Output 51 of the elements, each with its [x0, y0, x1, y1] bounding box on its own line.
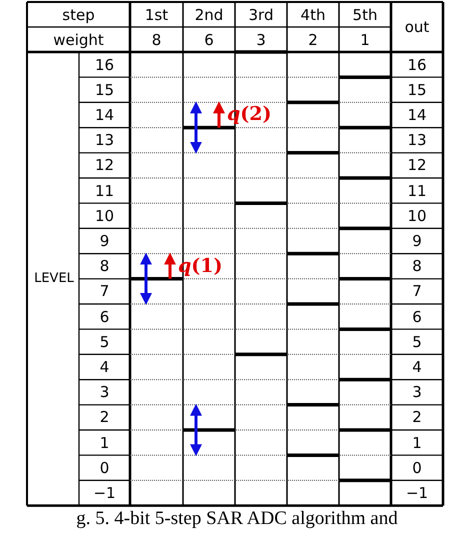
level-number: 4	[412, 358, 422, 376]
level-number: 5	[412, 332, 422, 351]
level-number: 11	[407, 182, 427, 200]
level-number: 2	[412, 408, 422, 426]
level-number: 3	[100, 383, 110, 402]
column-header: out	[404, 18, 430, 36]
level-number: 9	[412, 232, 422, 250]
column-header: 4th	[300, 6, 326, 24]
level-number: 8	[100, 257, 110, 276]
level-number: 12	[94, 156, 114, 174]
column-header: 2nd	[194, 6, 224, 24]
level-number: 15	[94, 80, 114, 99]
level-number: 1	[412, 434, 422, 452]
weight-value: 1	[360, 30, 370, 48]
column-header: 3rd	[248, 6, 274, 24]
row-header: weight	[53, 30, 104, 48]
level-number: 5	[100, 332, 110, 351]
weight-value: 6	[204, 30, 214, 48]
level-number: 16	[94, 56, 114, 74]
level-number: 7	[412, 282, 422, 300]
level-number: 10	[407, 206, 427, 225]
weight-value: 8	[152, 30, 162, 48]
level-number: 2	[100, 408, 110, 426]
level-number: 4	[100, 358, 110, 376]
level-number: 3	[412, 383, 422, 402]
column-header: 5th	[352, 6, 378, 24]
figure-caption: g. 5. 4-bit 5-step SAR ADC algorithm and	[75, 508, 399, 530]
level-number: 6	[100, 308, 110, 326]
level-number: 6	[412, 308, 422, 326]
level-number: −1	[406, 484, 428, 502]
level-number: −1	[93, 484, 116, 502]
level-number: 0	[100, 458, 110, 477]
level-number: 15	[407, 80, 427, 99]
level-number: 7	[100, 282, 110, 300]
level-number: 16	[407, 56, 427, 74]
level-number: 1	[100, 434, 110, 452]
level-number: 11	[94, 182, 114, 200]
level-number: 13	[94, 131, 114, 150]
level-number: 14	[407, 106, 427, 124]
level-number: 9	[100, 232, 110, 250]
column-header: step	[62, 6, 95, 24]
level-number: 14	[94, 106, 114, 124]
level-number: 12	[407, 156, 427, 174]
level-number: 0	[412, 458, 422, 477]
weight-value: 3	[256, 30, 266, 48]
level-number: 10	[94, 206, 114, 225]
level-number: 8	[412, 257, 422, 276]
axis-label: LEVEL	[34, 271, 74, 286]
column-header: 1st	[144, 6, 168, 24]
weight-value: 2	[308, 30, 318, 48]
level-number: 13	[407, 131, 427, 150]
